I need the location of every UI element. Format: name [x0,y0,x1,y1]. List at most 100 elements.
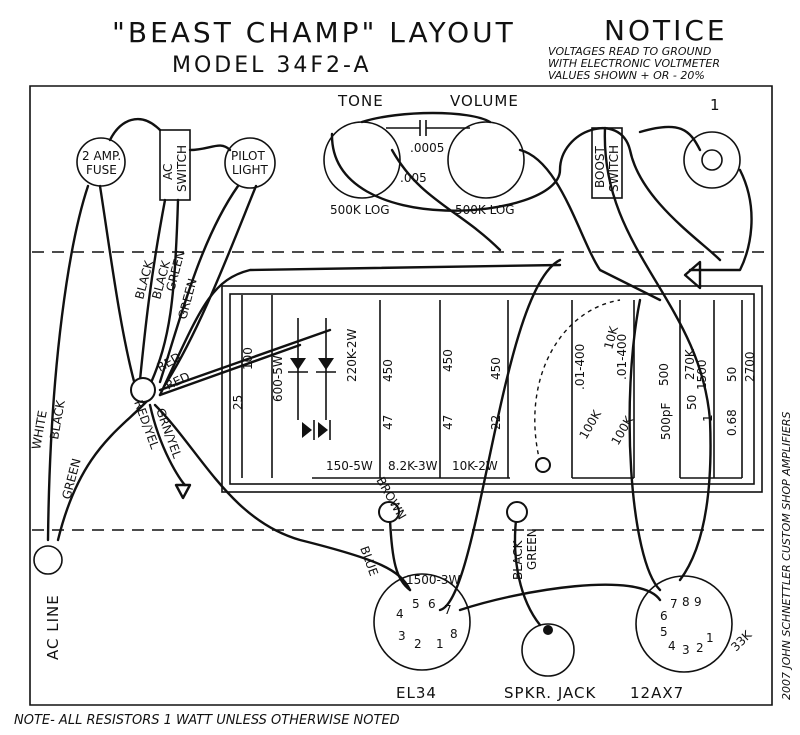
grid-lead-dashed [534,299,621,463]
el34-pin-labels: 1 2 3 4 5 6 7 8 [396,597,458,651]
cap-47-b: 47 [441,415,455,430]
brown-lead-eyelet [378,501,400,523]
cap-500pf: 500pF [659,402,673,440]
el34-resistor: 1500-3W [406,573,461,587]
footer-note: NOTE- ALL RESISTORS 1 WATT UNLESS OTHERW… [14,713,400,728]
ax7-33k: 33K [728,627,755,654]
board-labels: 25 100 600-5W 220K-2W 450 47 450 47 450 … [231,324,757,473]
input-jack-number: 1 [710,96,721,114]
tone-pot [323,121,401,199]
power-wiring [46,184,562,592]
cap-500: 500 [657,363,671,386]
cap-50-b: 50 [725,367,739,382]
res-10k-2w: 10K-2W [452,459,498,473]
res-1500: 1500 [695,359,709,390]
el34-pin-5: 5 [412,597,420,611]
notice-heading: NOTICE [604,14,728,47]
ac-line-grommet [33,545,63,575]
cap-47-a: 47 [381,415,395,430]
notice-line-3: VALUES SHOWN + OR - 20% [548,69,705,82]
boost-label-2: SWITCH [607,145,621,192]
credit-text: 2007 JOHN SCHNETTLER CUSTOM SHOP AMPLIFI… [780,412,793,700]
tone-label: TONE [337,92,384,110]
cap-01-400-b: .01-400 [615,334,629,380]
fuse-label-2: FUSE [86,163,117,177]
res-8k2-3w: 8.2K-3W [388,459,438,473]
cap-450-c: 450 [489,357,503,380]
model-number: MODEL 34F2-A [172,53,372,78]
cap-0005: .0005 [410,141,444,155]
wire-black-3: BLACK [47,398,68,440]
cap-100: 100 [241,347,255,370]
turret-board-inner [229,293,755,485]
filter-diodes [288,358,336,440]
res-600-5w: 600-5W [271,355,285,402]
wire-black-4: BLACK [511,539,525,580]
cap-450-a: 450 [381,359,395,382]
12ax7-pin-labels: 1 2 3 4 5 6 7 8 9 [660,595,714,657]
el34-pin-6: 6 [428,597,436,611]
res-100k-a: 100K [576,407,604,442]
cap-25: 25 [231,395,245,410]
ax7-pin-2: 2 [696,641,704,655]
ac-line-label: AC LINE [44,594,62,660]
cap-50-a: 50 [685,395,699,410]
ax7-pin-4: 4 [668,639,676,653]
speaker-lead-eyelet [506,501,528,523]
wire-green-4: GREEN [525,528,539,570]
cap-068: 0.68 [725,409,739,436]
el34-pin-7: 7 [444,603,452,617]
ax7-pin-7: 7 [670,597,678,611]
ax7-pin-1: 1 [706,631,714,645]
res-10k: 10K [601,324,621,351]
transformer-junction [130,377,156,403]
ac-switch-label-1: AC [161,164,175,180]
cap-450-b: 450 [441,349,455,372]
bright-cap [386,120,470,136]
tone-pot-value: 500K LOG [330,203,390,217]
el34-pin-8: 8 [450,627,458,641]
ac-switch-label-2: SWITCH [175,145,189,192]
fuse-label-1: 2 AMP. [82,149,121,163]
input-jack [683,131,741,189]
cap-1: 1 [701,414,715,422]
layout-title: "BEAST CHAMP" LAYOUT [112,16,516,49]
el34-socket [373,573,471,671]
el34-pin-3: 3 [398,629,406,643]
volume-pot [447,121,525,199]
ax7-pin-3: 3 [682,643,690,657]
res-150-5w: 150-5W [326,459,373,473]
el34-label: EL34 [396,684,437,702]
12ax7-socket [635,575,733,673]
res-270k: 270K [683,348,697,380]
el34-pin-4: 4 [396,607,404,621]
ax7-pin-5: 5 [660,625,668,639]
input-jack-center [701,149,723,171]
ax7-pin-8: 8 [682,595,690,609]
cap-01-400-a: .01-400 [573,344,587,390]
speaker-jack-label: SPKR. JACK [504,684,596,702]
volume-label: VOLUME [450,92,519,110]
wire-blue: BLUE [357,544,381,578]
control-wiring [108,111,753,582]
turret-board [221,285,763,493]
12ax7-label: 12AX7 [630,684,684,702]
el34-pin-1: 1 [436,637,444,651]
ax7-pin-9: 9 [694,595,702,609]
pilot-light [224,137,276,189]
pilot-label-1: PILOT [231,149,265,163]
wire-white: WHITE [29,409,50,450]
ax7-pin-6: 6 [660,609,668,623]
pilot-label-2: LIGHT [232,163,269,177]
grid-lead-end [535,457,551,473]
ac-switch [159,129,191,201]
notice-line-2: WITH ELECTRONIC VOLTMETER [548,57,720,70]
speaker-jack [521,623,575,677]
notice-line-1: VOLTAGES READ TO GROUND [548,45,711,58]
speaker-jack-terminal [543,625,553,635]
boost-label-1: BOOST [593,145,607,188]
el34-pin-2: 2 [414,637,422,651]
res-220k-2w: 220K-2W [345,329,359,382]
res-100k-b: 100K [608,413,636,448]
